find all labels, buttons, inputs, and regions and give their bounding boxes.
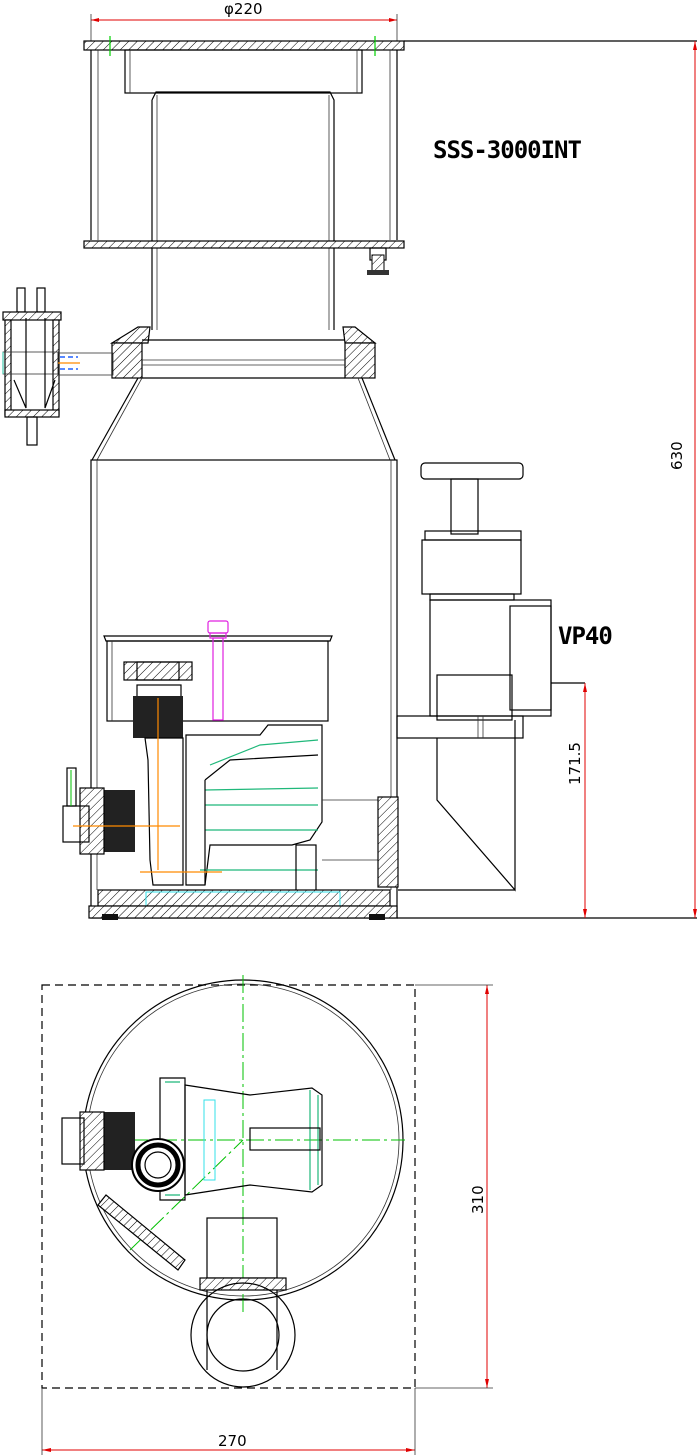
side-view <box>2 14 697 920</box>
body-chamber <box>90 459 398 919</box>
footprint-dimensions <box>41 984 493 1455</box>
width-label: 270 <box>218 1432 247 1450</box>
base-plate <box>88 889 697 920</box>
top-flange <box>83 40 405 51</box>
dosing-fitting <box>2 287 114 446</box>
pump-vp40 <box>62 696 381 901</box>
pump-label: VP40 <box>558 622 613 650</box>
model-label: SSS-3000INT <box>433 136 582 164</box>
diameter-dimension <box>90 14 398 42</box>
top-view <box>41 975 493 1455</box>
collection-cup <box>90 49 398 330</box>
height-dimensions <box>583 41 697 918</box>
middle-flange <box>83 240 405 249</box>
diameter-label: φ220 <box>224 0 263 18</box>
depth-label: 310 <box>469 1185 487 1214</box>
reaction-collar <box>91 326 396 461</box>
outlet-height-label: 171.5 <box>566 742 584 785</box>
total-height-label: 630 <box>668 441 686 470</box>
outlet-valve <box>377 462 585 892</box>
footprint-outline <box>41 984 416 1389</box>
